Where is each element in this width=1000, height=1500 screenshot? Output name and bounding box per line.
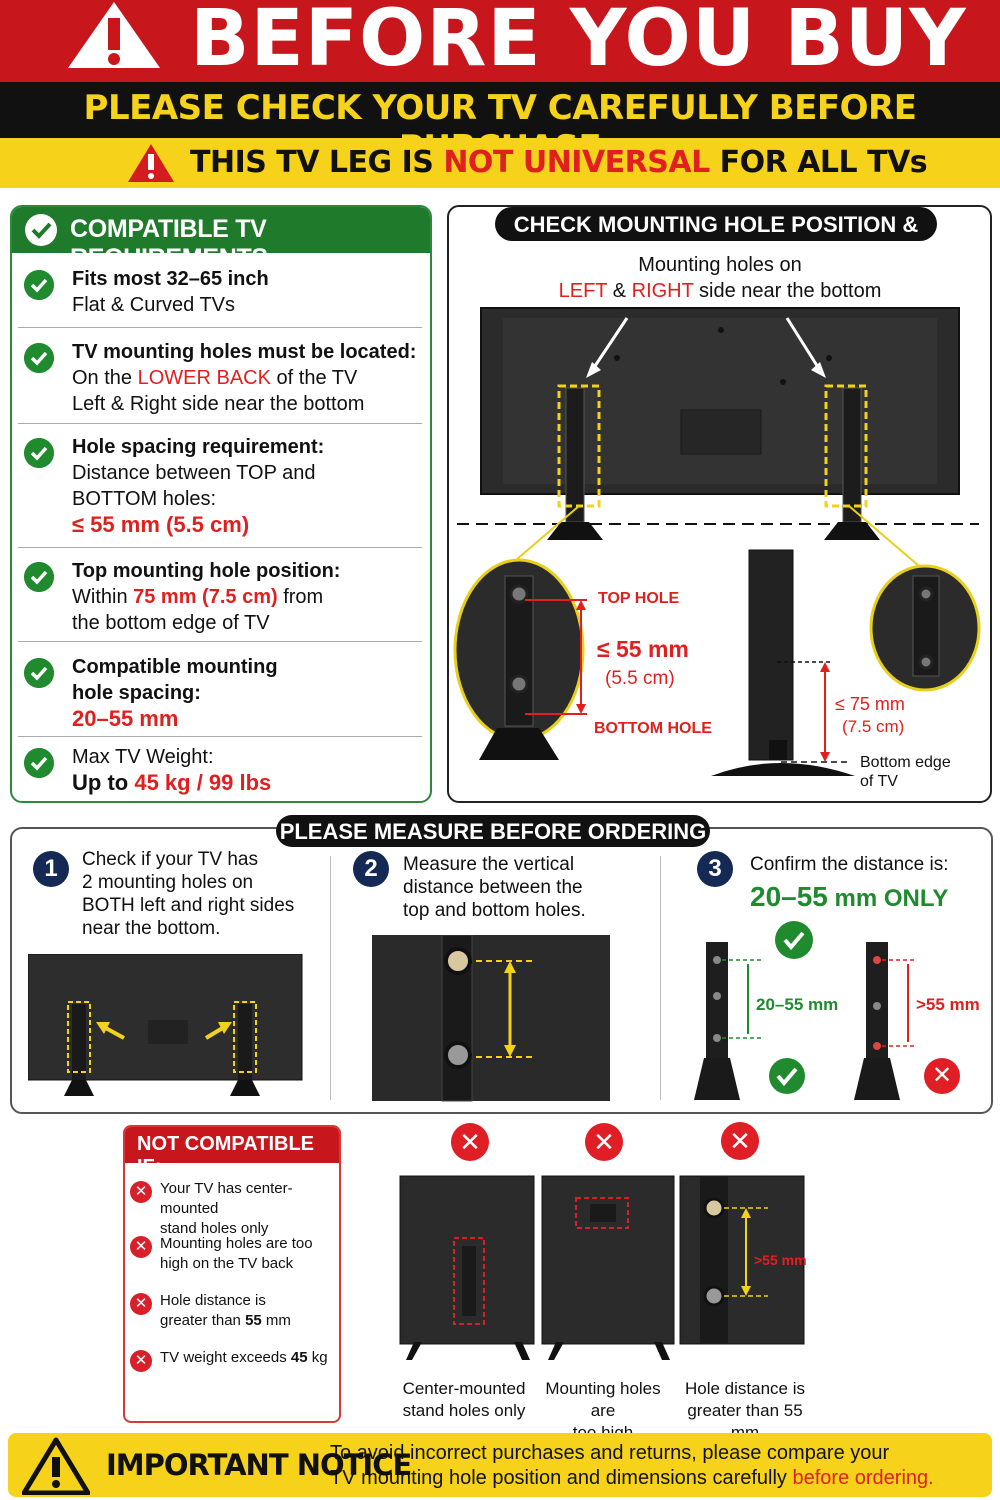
requirement-hole-location: TV mounting holes must be located:On the…: [20, 339, 422, 419]
measure-header: PLEASE MEASURE BEFORE ORDERING: [276, 815, 710, 847]
compatible-requirements-header: COMPATIBLE TV REQUIREMENTS: [12, 207, 430, 272]
page-title: BEFORE YOU BUY: [190, 0, 967, 84]
step-1-number: 1: [33, 851, 69, 887]
hole-measure-step-2-image: [372, 935, 610, 1102]
divider: [660, 856, 661, 1100]
warning-icon: [22, 1437, 90, 1495]
not-compatible-title: NOT COMPATIBLE IF:: [137, 1133, 315, 1178]
check-icon: [24, 658, 54, 688]
divider: [330, 856, 331, 1100]
x-icon: ✕: [130, 1350, 152, 1372]
x-circle-icon: ✕: [721, 1122, 759, 1160]
divider: [18, 423, 422, 424]
divider: [18, 327, 422, 328]
too-far-label: >55 mm: [754, 1252, 807, 1268]
bad-spacing-label: >55 mm: [916, 995, 980, 1014]
diagram-header: CHECK MOUNTING HOLE POSITION & SIZE: [495, 207, 937, 263]
measure-title: PLEASE MEASURE BEFORE ORDERING: [279, 819, 707, 844]
warning-icon: [128, 144, 174, 182]
tv-back-step-1-image: [28, 954, 303, 1096]
important-notice-message: To avoid incorrect purchases and returns…: [330, 1442, 934, 1489]
divider: [18, 641, 422, 642]
check-icon: [24, 270, 54, 300]
step-2-number: 2: [353, 851, 389, 887]
requirement-max-weight: Max TV Weight:Up to 45 kg / 99 lbs: [20, 744, 422, 800]
top-hole-label: TOP HOLE: [598, 590, 680, 607]
x-circle-icon: ✕: [451, 1123, 489, 1161]
incompatible-examples-image: [399, 1175, 805, 1360]
check-icon: [24, 562, 54, 592]
hole-spacing-compare-image: [694, 942, 916, 1100]
ok-spacing-label: 20–55 mm: [756, 995, 839, 1014]
header-black-band: PLEASE CHECK YOUR TV CAREFULLY BEFORE PU…: [0, 82, 1000, 168]
check-icon: [24, 748, 54, 778]
not-compatible-header: NOT COMPATIBLE IF:: [125, 1127, 339, 1178]
max-height-cm-label: (7.5 cm): [842, 717, 905, 736]
step-3-range: 20–55 mm ONLY: [750, 881, 949, 912]
header-red-band: BEFORE YOU BUY: [0, 0, 1000, 82]
important-notice-banner: IMPORTANT NOTICE To avoid incorrect purc…: [8, 1433, 992, 1497]
x-circle-icon: ✕: [924, 1058, 960, 1094]
x-circle-icon: ✕: [585, 1123, 623, 1161]
requirement-top-hole-position: Top mounting hole position:Within 75 mm …: [20, 558, 422, 638]
step-3-number: 3: [697, 851, 733, 887]
check-circle-icon: [25, 214, 57, 246]
universal-warning: THIS TV LEG IS NOT UNIVERSAL FOR ALL TVs: [190, 145, 928, 180]
warning-icon: [68, 2, 160, 68]
check-icon: [24, 438, 54, 468]
divider: [18, 736, 422, 737]
not-compatible-panel: [123, 1125, 341, 1423]
tv-back-diagram: [453, 307, 981, 776]
max-height-label: ≤ 75 mm: [835, 694, 905, 714]
header-yellow-band: THIS TV LEG IS NOT UNIVERSAL FOR ALL TVs: [0, 138, 1000, 188]
hole-spacing-label: ≤ 55 mm: [597, 636, 689, 662]
requirement-hole-spacing: Hole spacing requirement:Distance betwee…: [20, 434, 422, 542]
diagram-caption: Mounting holes on LEFT & RIGHT side near…: [558, 254, 882, 302]
x-icon: ✕: [130, 1236, 152, 1258]
hole-spacing-cm-label: (5.5 cm): [605, 668, 675, 689]
check-circle-icon: [775, 921, 813, 959]
compatible-requirements-panel: [10, 205, 432, 803]
check-circle-icon: [769, 1058, 805, 1094]
check-icon: [24, 343, 54, 373]
important-notice-label: IMPORTANT NOTICE: [106, 1448, 412, 1482]
compatible-requirements-title: COMPATIBLE TV REQUIREMENTS: [70, 215, 268, 272]
bottom-hole-label: BOTTOM HOLE: [594, 720, 712, 737]
diagram-title: CHECK MOUNTING HOLE POSITION & SIZE: [513, 212, 919, 263]
step-3-text: Confirm the distance is:: [750, 854, 949, 875]
x-icon: ✕: [130, 1181, 152, 1203]
x-icon: ✕: [130, 1293, 152, 1315]
divider: [18, 547, 422, 548]
